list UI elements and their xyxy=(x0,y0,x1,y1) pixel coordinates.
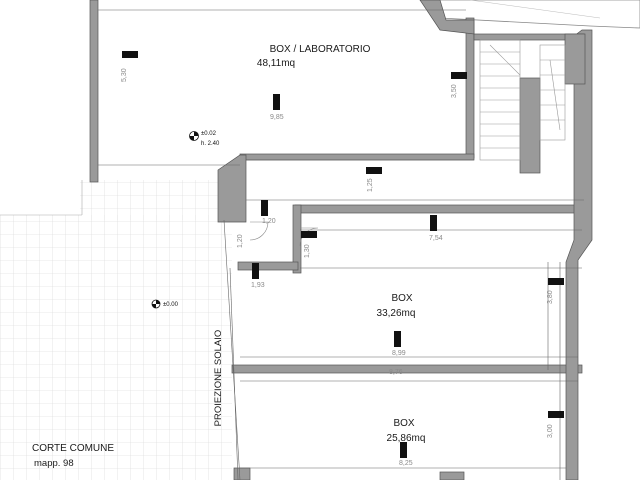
room-lab-name: BOX / LABORATORIO xyxy=(270,44,371,55)
dim-box2-width: 8,25 xyxy=(399,460,413,467)
dim-corridor-height-c: 1,30 xyxy=(304,244,311,258)
room-box1-area: 33,26mq xyxy=(377,308,416,319)
dim-lab-depth: 5,30 xyxy=(121,68,128,82)
court-name: CORTE COMUNE xyxy=(32,443,114,454)
dim-box1-width-b: 8,76 xyxy=(389,369,403,376)
room-box2-name: BOX xyxy=(393,418,414,429)
level-court: ±0.00 xyxy=(163,302,179,308)
dim-lab-right: 3,50 xyxy=(451,84,458,98)
room-box1-name: BOX xyxy=(391,293,412,304)
room-box2-area: 25,86mq xyxy=(387,433,426,444)
court-parcel: mapp. 98 xyxy=(34,458,74,469)
walls xyxy=(89,0,593,480)
dim-box1-depth: 3,80 xyxy=(547,290,554,304)
level-symbol-lab xyxy=(189,131,199,141)
dimension-markers xyxy=(122,51,564,458)
dim-corridor-height: 1,25 xyxy=(367,178,374,192)
level-lab: ±0.02 xyxy=(201,131,217,137)
construction-lines xyxy=(98,9,584,480)
room-lab-area: 48,11mq xyxy=(257,58,295,69)
dim-box-top-width: 7,54 xyxy=(429,235,443,242)
dim-box1-width: 8,99 xyxy=(392,350,406,357)
dim-corridor-height-b: 1,20 xyxy=(237,234,244,248)
dim-lab-width: 9,85 xyxy=(270,114,284,121)
level-lab-height: h. 2.40 xyxy=(201,141,220,147)
courtyard-paving xyxy=(0,180,232,480)
slab-projection-label: PROIEZIONE SOLAIO xyxy=(213,330,224,427)
dim-passage: 1,93 xyxy=(251,282,265,289)
level-symbol-court xyxy=(151,299,161,309)
dim-box2-depth: 3,00 xyxy=(547,424,554,438)
dim-corridor-width-a: 1,20 xyxy=(262,218,276,225)
staircase xyxy=(479,39,566,161)
